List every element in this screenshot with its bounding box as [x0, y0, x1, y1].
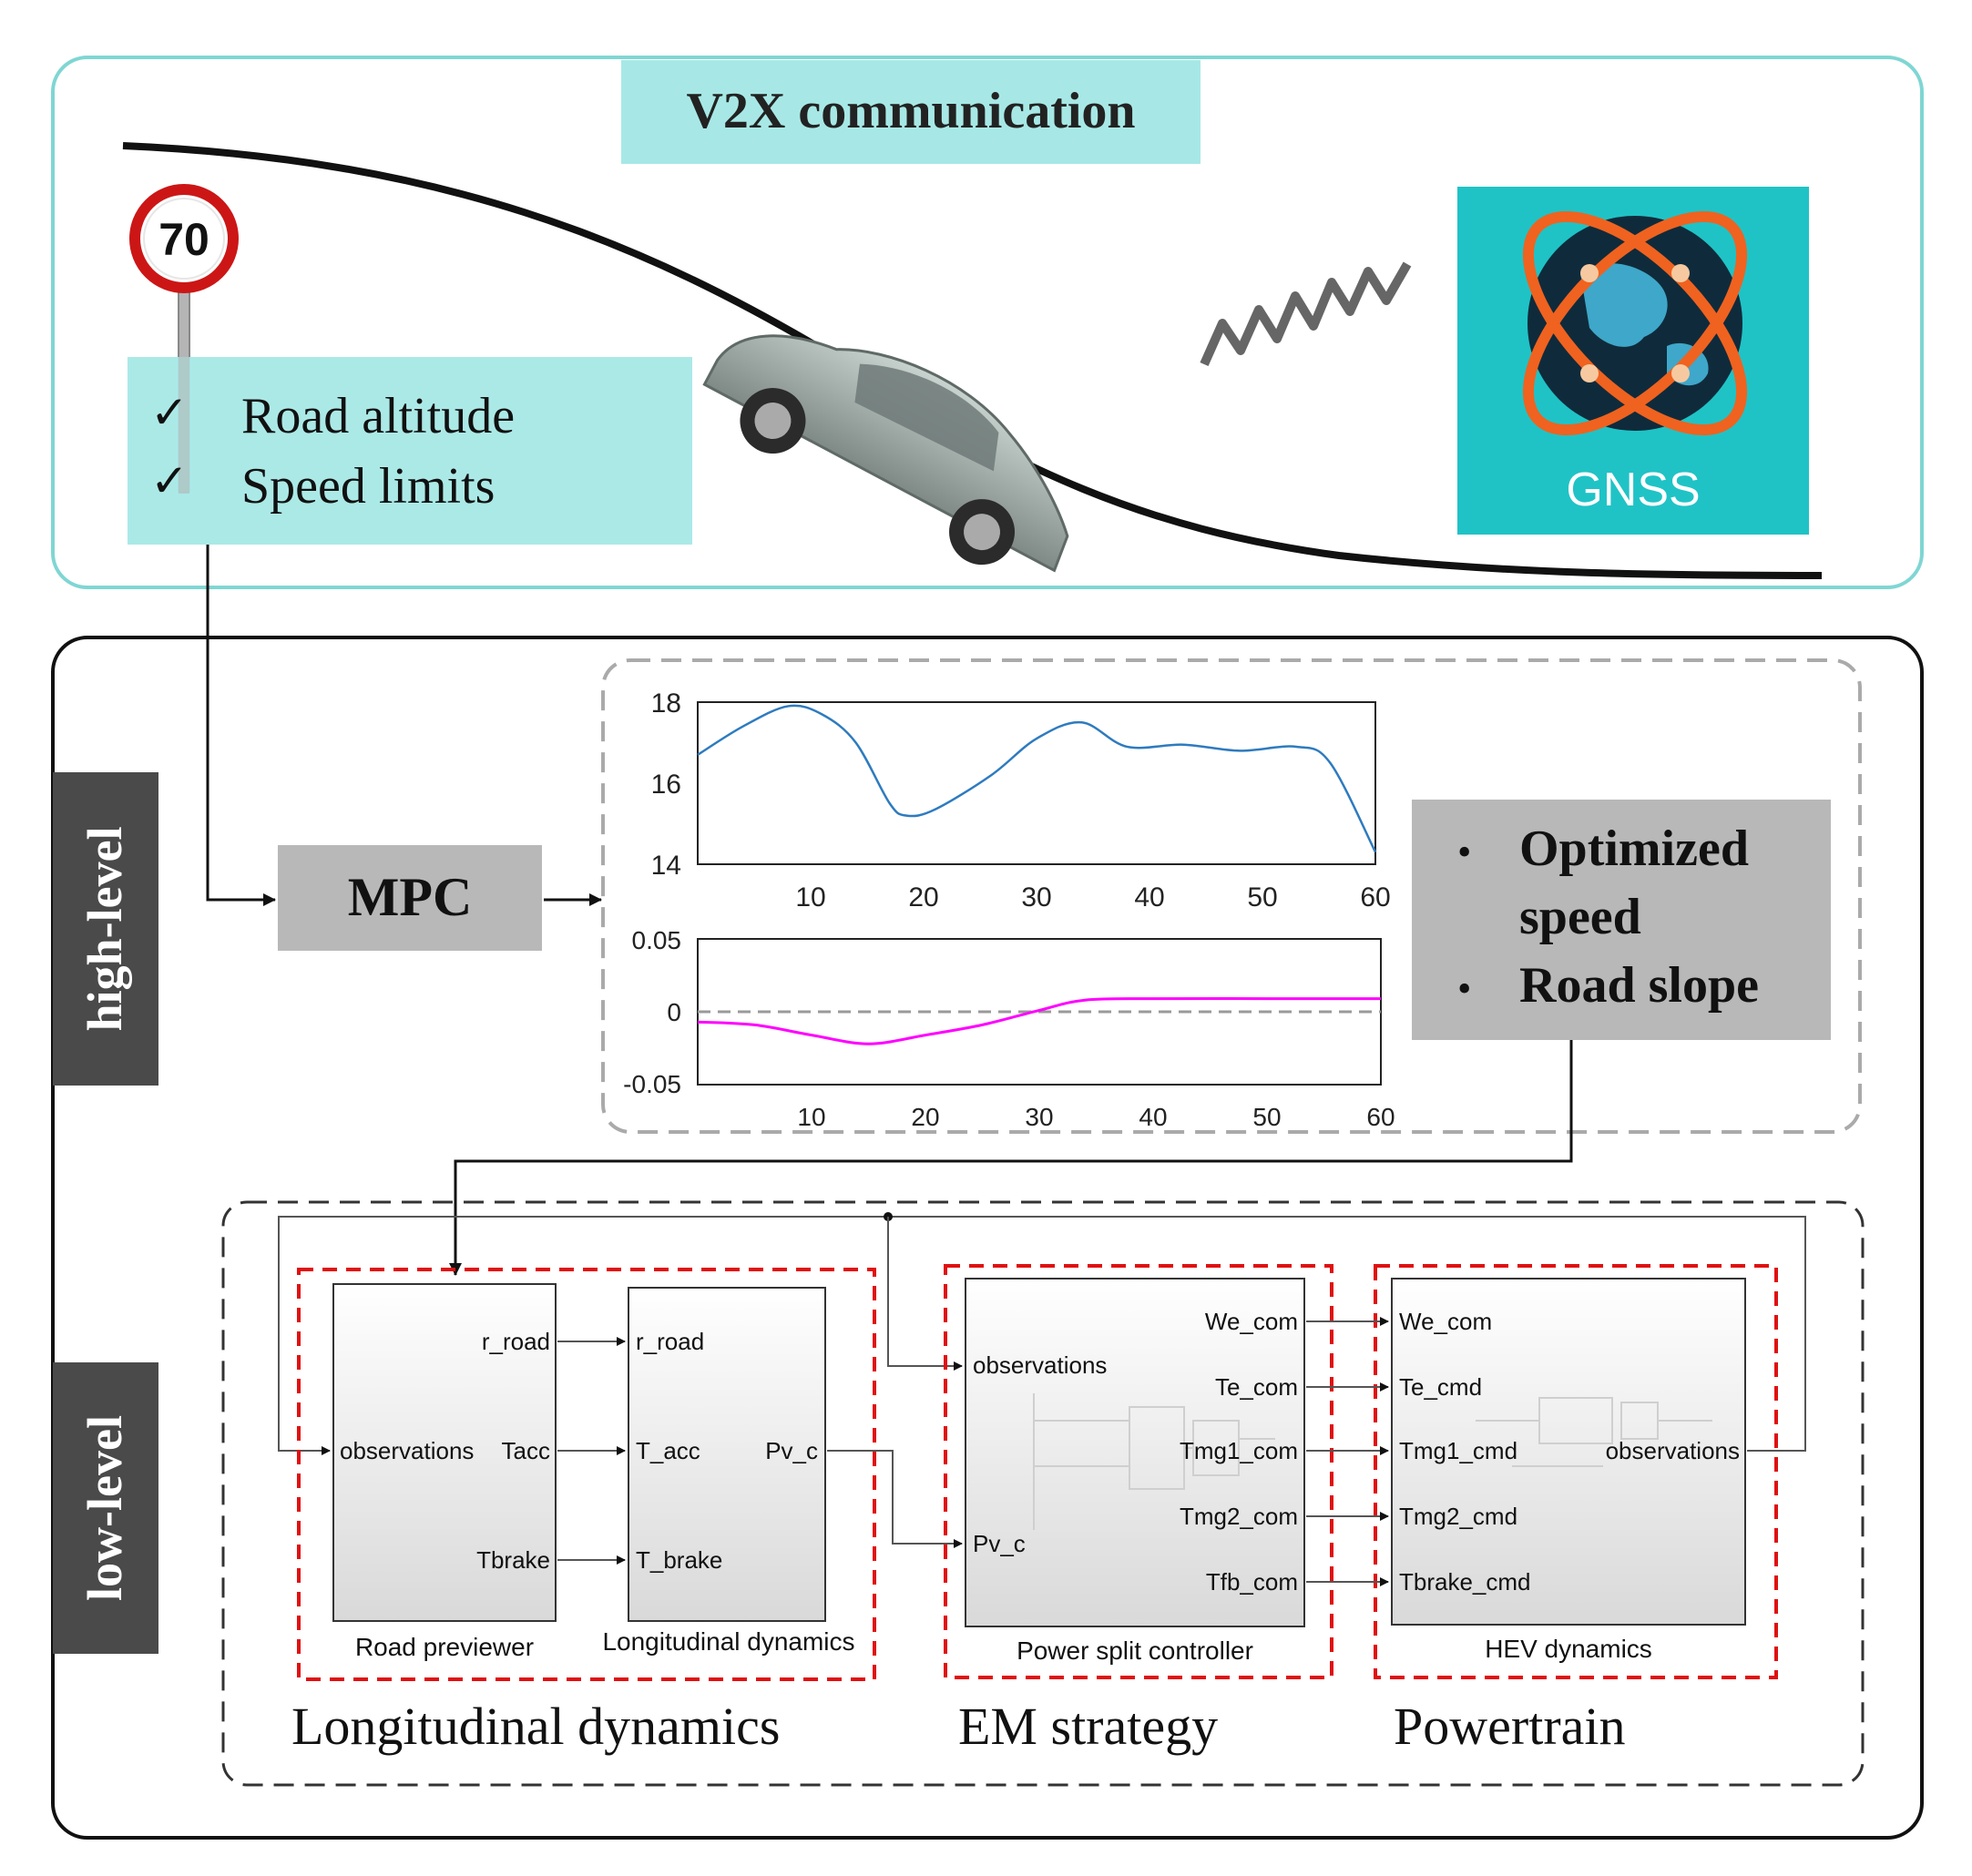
block-name: Power split controller [1017, 1636, 1253, 1665]
port-label: Tfb_com [1206, 1568, 1298, 1596]
road-previewer-block[interactable] [332, 1283, 557, 1622]
block-name: Road previewer [355, 1633, 534, 1661]
block-name: Longitudinal dynamics [602, 1627, 854, 1656]
powertrain-group-frame [1374, 1264, 1778, 1679]
observations-to-controller-line [887, 1217, 963, 1371]
speed-sign-value: 70 [158, 214, 209, 265]
speed-chart: 18 16 14 10 20 30 40 50 60 [651, 688, 1391, 913]
signal-line [827, 1450, 963, 1548]
port-label: Tbrake [476, 1546, 550, 1574]
observations-feedback-line [278, 1216, 1806, 1455]
port-label: Pv_c [765, 1437, 818, 1464]
mpc-box [278, 845, 542, 951]
low-level-label: low-level [77, 1415, 132, 1601]
x-tick-label: 40 [1134, 882, 1164, 913]
optimized-label: Optimized [1519, 821, 1749, 877]
port-label: Pv_c [973, 1530, 1026, 1557]
longitudinal-group-frame [297, 1268, 876, 1681]
port-label: Tmg1_com [1180, 1437, 1298, 1464]
internal-wiring-graphic [1476, 1397, 1712, 1467]
x-tick-label: 30 [1025, 1103, 1053, 1131]
sign-pole-overlay [179, 357, 189, 494]
longitudinal-dynamics-block[interactable] [628, 1287, 826, 1622]
high-level-label: high-level [77, 827, 132, 1032]
mpc-output-plots-frame [601, 658, 1862, 1134]
y-tick-label: 18 [651, 688, 681, 719]
y-tick-label: 0 [667, 998, 681, 1026]
x-tick-label: 50 [1252, 1103, 1281, 1131]
speed-limits-label: Speed limits [241, 458, 495, 515]
y-tick-label: 16 [651, 770, 681, 800]
powertrain-group-label: Powertrain [1394, 1697, 1626, 1756]
longitudinal-group-label: Longitudinal dynamics [291, 1697, 780, 1756]
port-label: T_acc [636, 1437, 700, 1464]
v2x-to-mpc-arrow [206, 545, 276, 906]
car-icon [702, 334, 1069, 573]
port-label: r_road [482, 1328, 550, 1355]
x-tick-label: 20 [911, 1103, 939, 1131]
internal-wiring-graphic [1033, 1393, 1275, 1530]
check-icon: ✓ [150, 387, 189, 438]
x-tick-label: 10 [797, 1103, 825, 1131]
road-info-box [128, 357, 692, 545]
port-label: observations [973, 1351, 1107, 1379]
em-strategy-group-frame [944, 1264, 1333, 1679]
v2x-title-box [621, 60, 1201, 164]
port-label: Tmg1_cmd [1399, 1437, 1517, 1464]
slope-chart: 0.05 0 -0.05 10 20 30 40 50 60 [623, 926, 1395, 1131]
port-label: Te_com [1215, 1373, 1298, 1401]
port-label: Tmg2_cmd [1399, 1503, 1517, 1530]
block-name: HEV dynamics [1485, 1635, 1652, 1663]
bullet-icon: • [1457, 966, 1471, 1011]
check-icon: ✓ [150, 455, 189, 506]
port-label: We_com [1399, 1308, 1492, 1335]
y-tick-label: 14 [651, 851, 681, 881]
speed-chart-axes [697, 701, 1376, 865]
mpc-label: MPC [348, 867, 473, 927]
road-altitude-label: Road altitude [241, 388, 515, 444]
speed-series-line [697, 704, 1377, 853]
road-slope-label: Road slope [1519, 957, 1759, 1014]
y-tick-label: 0.05 [632, 926, 682, 954]
port-label: Tacc [502, 1437, 550, 1464]
hev-dynamics-block[interactable] [1391, 1278, 1746, 1626]
x-tick-label: 50 [1247, 882, 1277, 913]
port-label: Te_cmd [1399, 1373, 1482, 1401]
y-tick-label: -0.05 [623, 1070, 681, 1098]
port-label: Tmg2_com [1180, 1503, 1298, 1530]
signal-wave-icon [1200, 261, 1412, 367]
speed-label: speed [1519, 889, 1641, 945]
low-level-tag [53, 1362, 158, 1654]
port-label: observations [340, 1437, 474, 1464]
x-tick-label: 30 [1021, 882, 1051, 913]
gnss-label: GNSS [1566, 464, 1700, 516]
port-label: T_brake [636, 1546, 722, 1574]
output-to-previewer-arrow [449, 1040, 1573, 1276]
port-label: We_com [1205, 1308, 1298, 1335]
v2x-title: V2X communication [686, 83, 1135, 139]
x-tick-label: 60 [1366, 1103, 1395, 1131]
port-label: Tbrake_cmd [1399, 1568, 1531, 1596]
gnss-satellite-icon [1522, 210, 1748, 436]
x-tick-label: 20 [908, 882, 938, 913]
slope-series-line [697, 996, 1381, 1045]
x-tick-label: 40 [1139, 1103, 1167, 1131]
x-tick-label: 10 [795, 882, 825, 913]
high-level-tag [53, 772, 158, 1086]
power-split-controller-block[interactable] [965, 1278, 1305, 1627]
bullet-icon: • [1457, 830, 1471, 874]
port-label: observations [1606, 1437, 1740, 1464]
low-level-frame [221, 1200, 1865, 1787]
x-tick-label: 60 [1360, 882, 1390, 913]
speed-limit-sign-icon: 70 [129, 184, 239, 293]
optimized-output-box [1412, 800, 1831, 1040]
port-label: r_road [636, 1328, 704, 1355]
em-strategy-group-label: EM strategy [958, 1697, 1218, 1756]
